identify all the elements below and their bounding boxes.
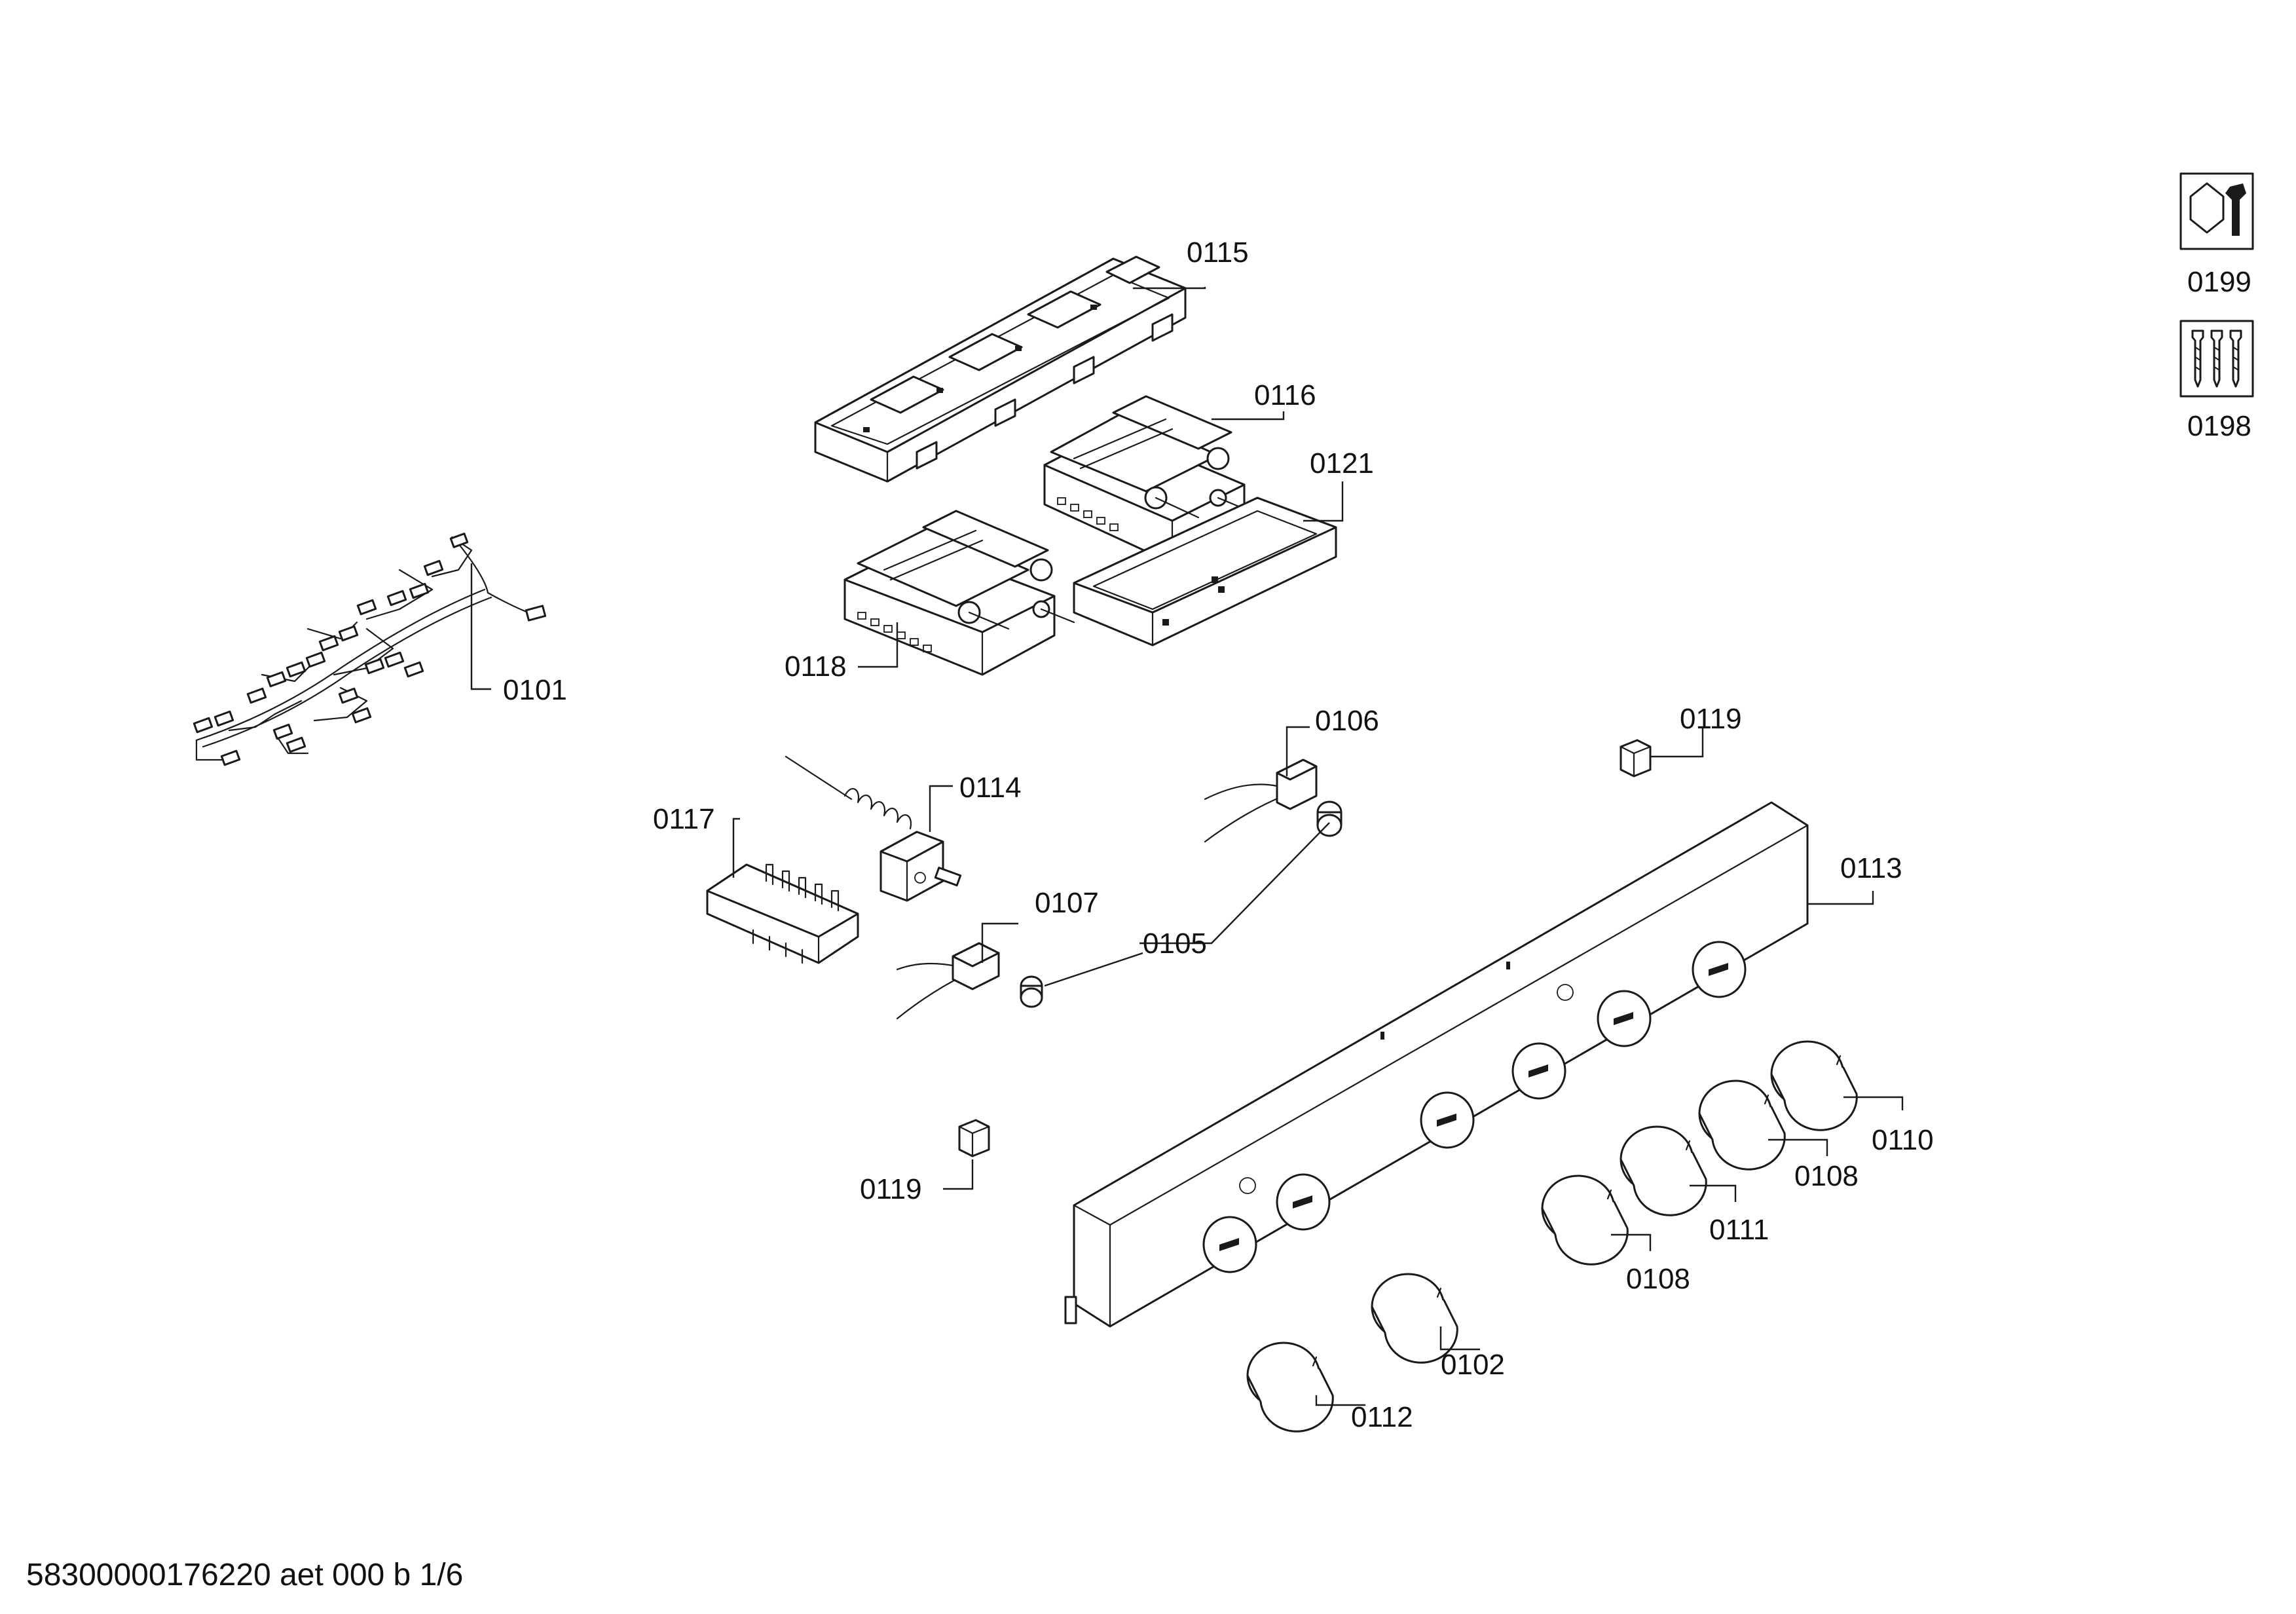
thermostat-part [785, 755, 962, 902]
knob-0111-part [1620, 1125, 1707, 1216]
wrench-nut-icon [2179, 172, 2254, 250]
terminal-block-part [706, 863, 859, 964]
callout-0121: 0121 [1310, 447, 1374, 479]
callout-0106: 0106 [1315, 705, 1379, 737]
clip-upper-part [1620, 739, 1652, 778]
switch-frame-part [814, 255, 1187, 483]
wiring-harness-part [193, 533, 547, 766]
callout-0119-lower: 0119 [860, 1173, 922, 1205]
door-switch-upper-part [1204, 759, 1318, 843]
callout-0110: 0110 [1872, 1124, 1934, 1156]
callout-0101: 0101 [503, 674, 567, 706]
callout-0113: 0113 [1840, 852, 1902, 884]
door-switch-lower-part [896, 942, 1000, 1020]
document-id: 58300000176220 aet 000 b 1/6 [26, 1558, 463, 1592]
callout-0198: 0198 [2187, 410, 2251, 442]
callout-0107: 0107 [1035, 887, 1099, 919]
control-panel-part [1064, 801, 1809, 1328]
switch-block-lower-part [843, 510, 1075, 676]
clip-lower-part [958, 1119, 990, 1157]
callout-0199: 0199 [2187, 266, 2251, 298]
callout-0105: 0105 [1143, 928, 1207, 960]
callout-0111: 0111 [1709, 1214, 1769, 1246]
switch-housing-part [1073, 497, 1337, 647]
callout-0112: 0112 [1351, 1401, 1413, 1433]
callout-0108-upper: 0108 [1794, 1160, 1859, 1192]
callout-0114: 0114 [959, 772, 1022, 804]
knob-0102-part [1371, 1273, 1458, 1364]
callout-0116: 0116 [1254, 379, 1316, 411]
knob-0112-part [1246, 1342, 1334, 1433]
knob-0110-part [1770, 1040, 1858, 1131]
callout-0117: 0117 [653, 803, 715, 835]
screws-icon [2179, 320, 2254, 398]
callout-0108-lower: 0108 [1626, 1263, 1690, 1295]
knob-0108-lower-part [1541, 1174, 1629, 1266]
callout-0118: 0118 [785, 650, 847, 683]
knob-0108-upper-part [1698, 1079, 1786, 1171]
callout-0115: 0115 [1187, 236, 1249, 269]
callout-0102: 0102 [1441, 1349, 1505, 1381]
leader-lines [470, 287, 1904, 1406]
callout-0119-upper: 0119 [1680, 703, 1742, 735]
push-button-lower-part [1020, 975, 1043, 1008]
